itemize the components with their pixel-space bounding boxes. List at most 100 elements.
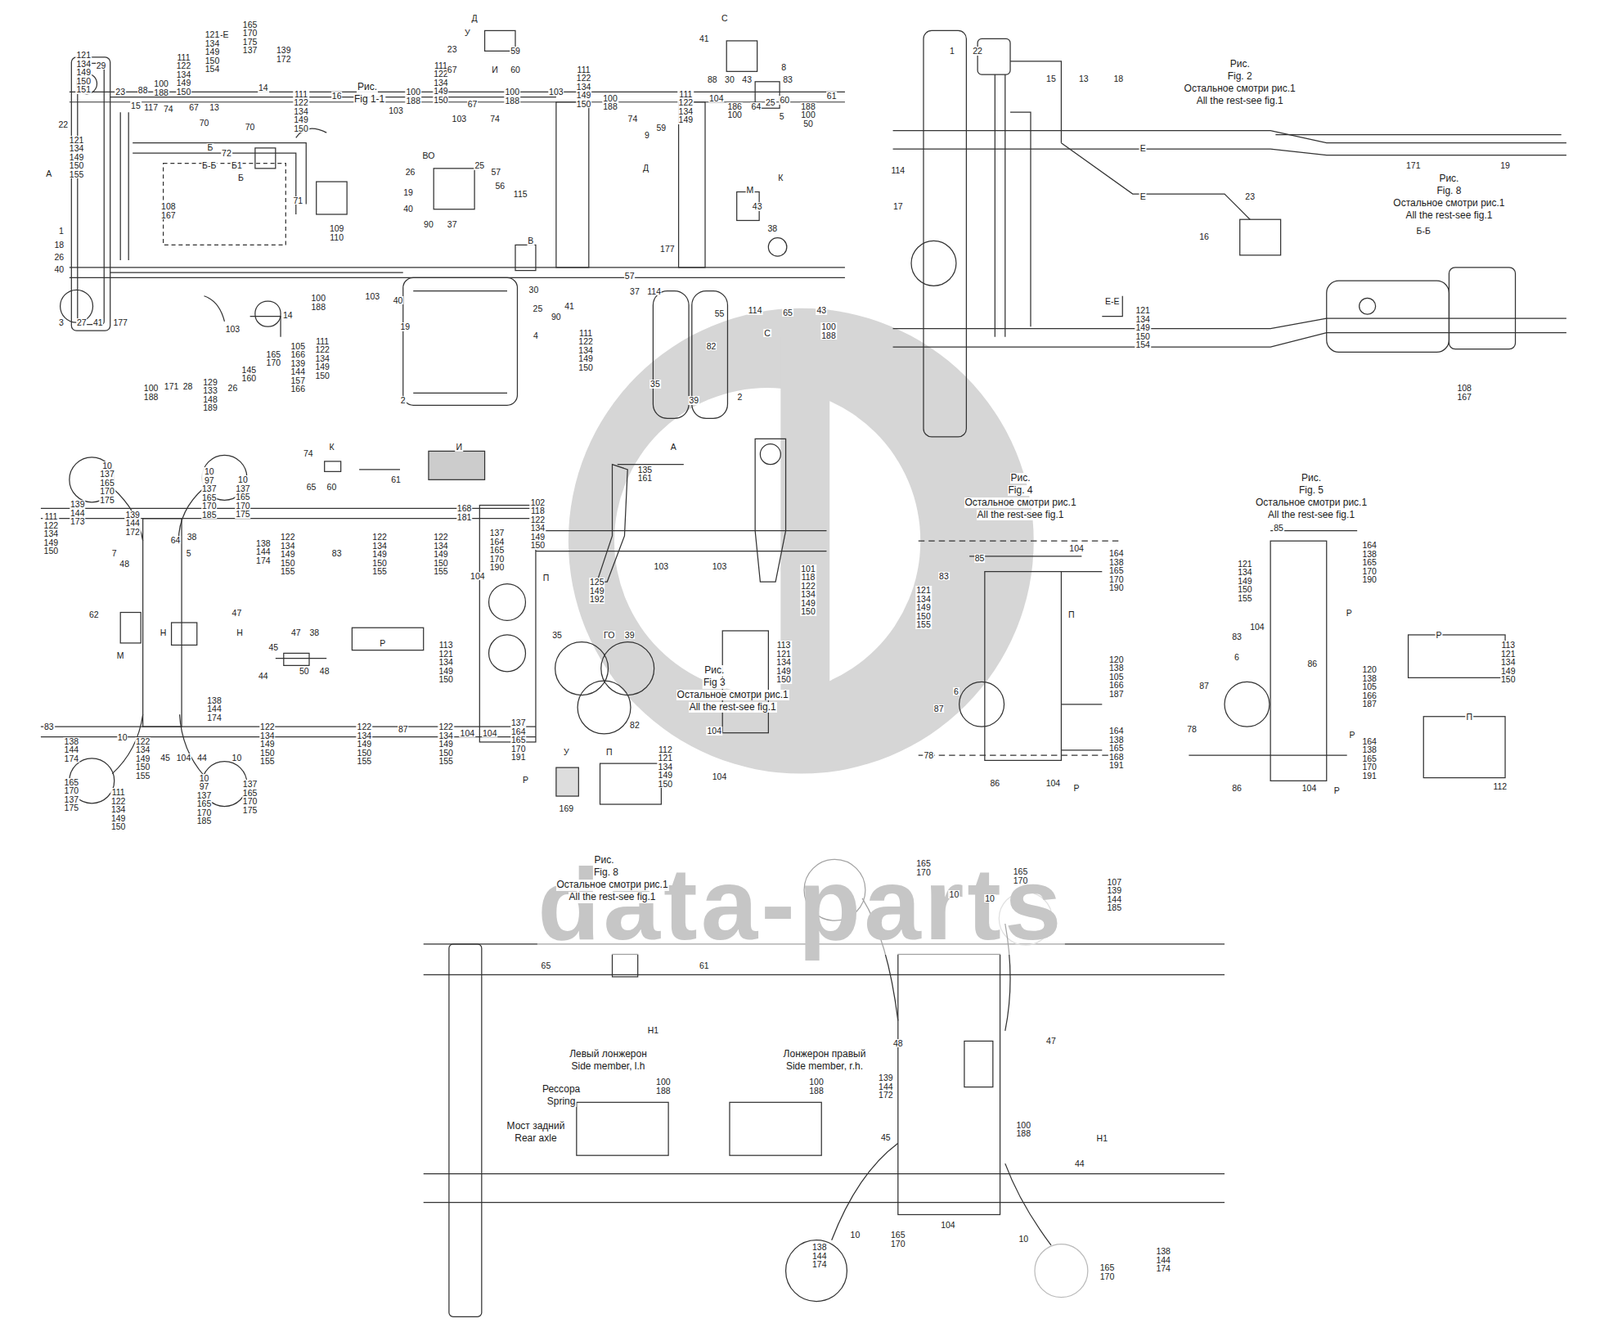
note-text: Остальное смотри рис.1 [555,879,669,890]
callout-stack: 100 188 [503,87,521,105]
callout-number: 83 [1231,632,1243,642]
callout-number: 44 [196,753,208,763]
callout-number: 67 [467,99,479,109]
callout-number: 71 [292,196,304,206]
callout-stack: 121 134 149 150 155 [68,135,86,180]
callout-number: 48 [319,666,331,676]
note-text: Остальное смотри рис.1 [1392,197,1506,209]
note-text: Остальное смотри рис.1 [1183,83,1297,95]
callout-number: Н [159,628,168,638]
callout-number: 19 [399,322,411,332]
callout-number: 35 [649,379,661,389]
callout-stack: 165 170 [265,350,283,368]
callout-number: 117 [143,103,159,113]
callout-number: 104 [708,94,725,104]
callout-number: 86 [988,778,1001,788]
callout-number: 83 [43,722,55,732]
callout-number: Б1 [230,161,243,171]
callout-number: 3 [58,318,65,328]
callout-number: Р [521,775,530,785]
callout-number: 62 [88,610,100,620]
callout-number: 15 [130,101,142,111]
callout-stack: 113 121 134 149 150 [1500,640,1517,684]
callout-number: 64 [750,102,763,112]
callout-number: 56 [494,181,506,191]
callout-number: 104 [1301,783,1318,793]
callout-number: 16 [331,91,343,101]
callout-number: 13 [1078,74,1090,84]
callout-number: 6 [1233,652,1241,662]
callout-number: 10 [849,1230,862,1240]
callout-number: 114 [889,166,906,176]
callout-stack: 122 134 149 150 155 [437,722,454,766]
callout-number: М [746,185,756,195]
callout-stack: 129 133 148 189 [202,377,219,413]
callout-stack: 121 134 149 150 154 [1134,305,1151,350]
callout-stack: 111 122 134 149 150 [43,512,60,556]
figure-1 [60,30,845,418]
callout-stack: 111 122 134 149 150 [575,65,593,109]
callout-stack: 122 134 149 150 155 [356,722,374,766]
callout-number: П [605,747,614,757]
callout-number: Н1 [1096,1133,1109,1143]
callout-stack: 100 188 [1015,1120,1032,1138]
callout-number: 65 [540,961,553,971]
callout-number: 30 [723,75,736,85]
callout-number: 45 [267,642,279,652]
callout-stack: 100 188 [143,383,160,401]
figure-2 [893,30,1567,437]
callout-stack: 139 144 172 [124,510,141,537]
note-text: All the rest-see fig.1 [975,509,1065,521]
callout-stack: 138 144 174 [206,696,223,723]
callout-number: 17 [892,202,904,212]
callout-stack: 102 118 122 134 149 150 [530,498,547,550]
callout-number: 114 [646,287,662,297]
callout-number: 29 [95,61,108,71]
callout-number: 39 [687,395,700,405]
callout-stack: 111 122 134 149 [678,89,695,125]
callout-stack: 122 134 149 150 155 [432,532,450,576]
callout-stack: 107 139 144 185 [1106,877,1124,913]
callout-stack: 122 134 149 150 155 [279,532,297,576]
note-text: Левый лонжерон [568,1048,648,1060]
callout-number: Д [471,13,479,23]
callout-stack: 120 138 105 166 187 [1361,665,1378,709]
callout-stack: 165 170 175 137 [242,20,259,55]
callout-number: 38 [767,224,779,234]
callout-stack: 139 172 [275,45,293,63]
note-text: All the rest-see fig.1 [567,891,657,903]
callout-number: С [763,328,772,338]
callout-stack: 137 164 165 170 191 [510,718,527,762]
callout-stack: 120 138 105 166 187 [1108,655,1125,699]
callout-number: Б-Б [1415,226,1432,236]
callout-stack: 100 188 [655,1077,672,1095]
callout-stack: 108 167 [160,202,177,220]
callout-stack: 100 188 [820,322,837,340]
callout-number: Б [206,143,215,153]
callout-number: 112 [1492,782,1508,792]
callout-stack: 100 188 [152,79,170,97]
note-text: Side member, r.h. [785,1060,864,1072]
callout-number: 114 [747,305,764,315]
callout-number: 30 [528,285,540,295]
callout-number: Р [378,638,387,648]
callout-stack: 138 144 174 [63,737,81,764]
callout-number: 25 [473,161,486,171]
callout-number: 27 [76,318,88,328]
callout-number: 22 [58,120,70,130]
callout-stack: 10 137 165 170 175 [234,475,252,519]
callout-number: В [526,236,535,246]
callout-stack: 186 100 [726,102,743,120]
callout-number: 16 [1198,232,1210,242]
callout-stack: 112 121 134 149 150 [657,745,675,789]
callout-stack: 111 122 134 149 150 [577,328,594,373]
note-text: Рис. [356,81,378,93]
callout-number: 88 [706,75,719,85]
callout-number: 85 [974,553,986,563]
callout-number: 1 [948,46,956,56]
callout-number: 70 [198,118,211,128]
callout-stack: 113 121 134 149 150 [775,640,792,684]
callout-number: 14 [257,83,270,93]
callout-number: 59 [509,46,522,56]
